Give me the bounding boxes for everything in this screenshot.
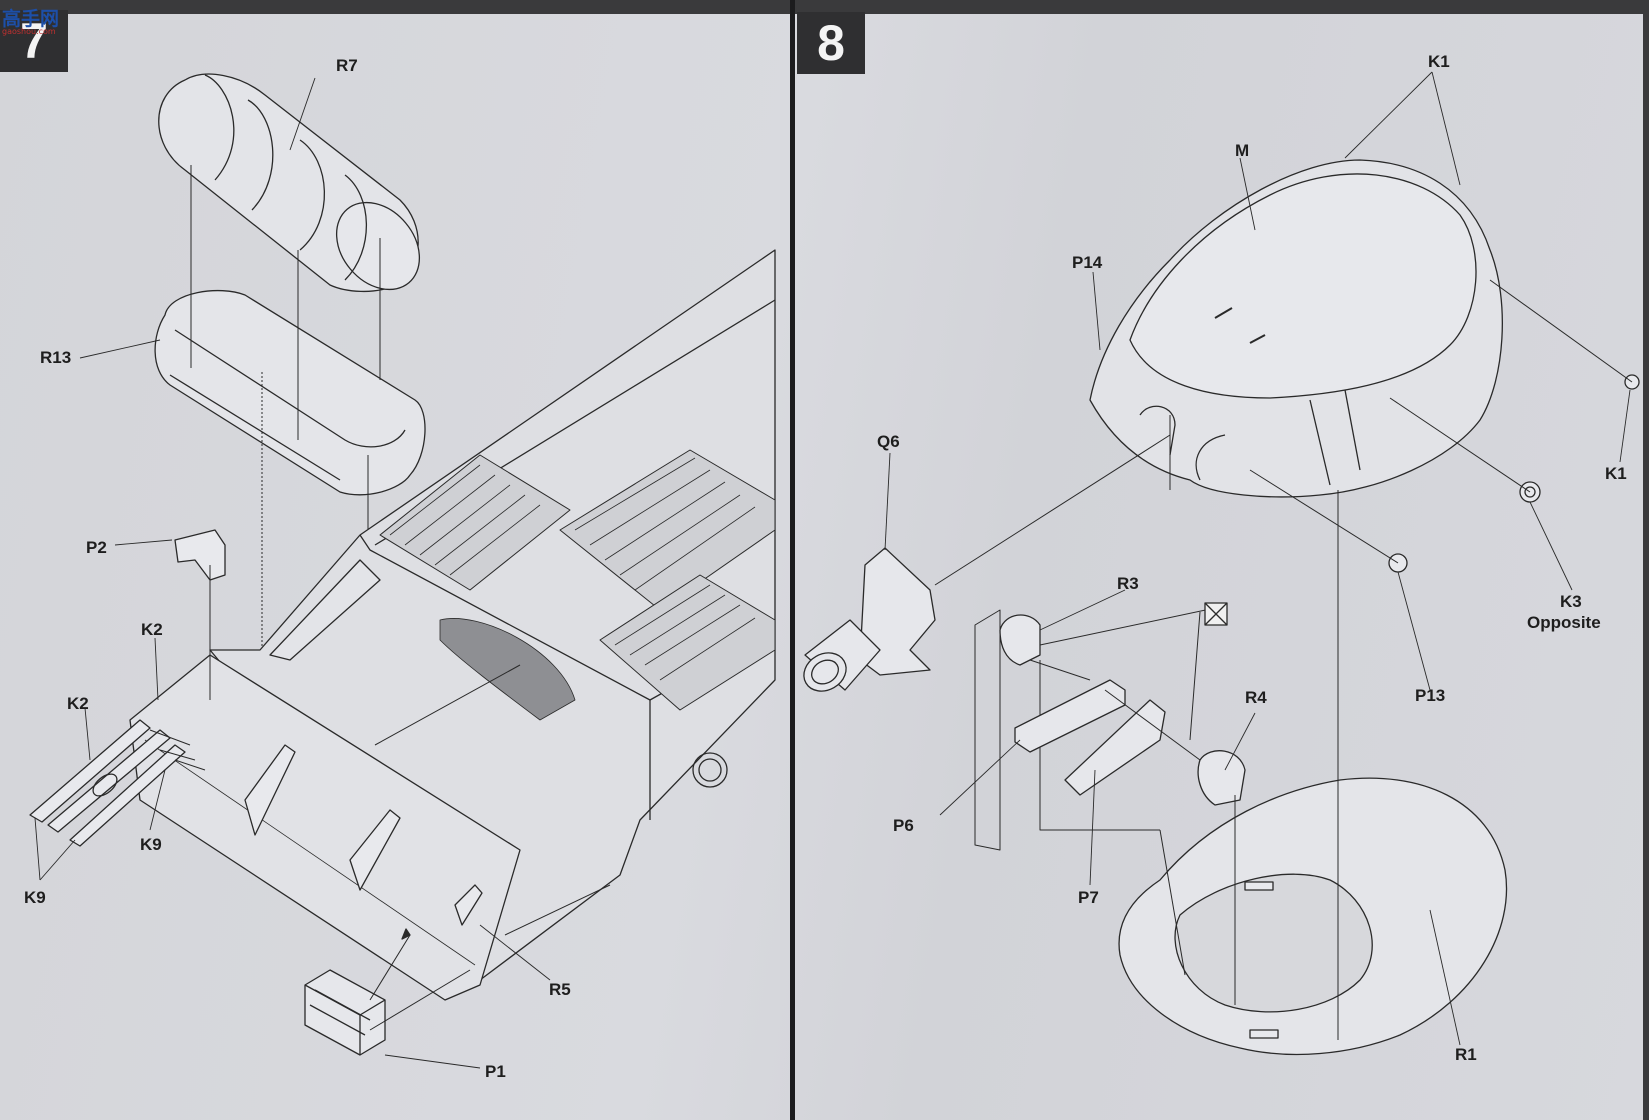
top-edge-band [0,0,1649,14]
step-7-number: 7 [0,10,68,72]
r7-drum-part [158,73,421,293]
label-k9-left: K9 [24,888,46,907]
label-r4: R4 [1245,688,1267,707]
label-r7: R7 [336,56,358,75]
label-p6: P6 [893,816,914,835]
page-divider [790,0,795,1120]
watermark-text: 高手网 [2,8,60,30]
r4-part [1197,750,1246,806]
step-7-diagram [29,73,776,1069]
label-k1-right: K1 [1605,464,1627,483]
no-glue-icon [1204,602,1228,626]
label-k3: K3 [1560,592,1582,611]
label-p14: P14 [1072,253,1103,272]
r13-tray-part [154,289,426,496]
label-p7: P7 [1078,888,1099,907]
engine-grilles [379,449,776,711]
label-r1: R1 [1455,1045,1477,1064]
label-opposite: Opposite [1527,613,1601,632]
label-p1: P1 [485,1062,506,1081]
p1-box-part [304,969,386,1056]
label-r13: R13 [40,348,72,367]
r3-part [999,614,1041,666]
r1-ring-part [1118,777,1508,1056]
p2-bracket-part [174,529,226,581]
right-edge-band [1643,0,1649,1120]
k2-k9-tools-part [29,719,206,847]
step-8-diagram [803,71,1640,1056]
label-k9-right: K9 [140,835,162,854]
label-r5: R5 [549,980,571,999]
label-k2-lower: K2 [67,694,89,713]
q6-part [803,547,936,692]
label-m: M [1235,141,1250,160]
watermark-logo: 高手网 gaoshou.com [2,4,66,38]
label-k1-top: K1 [1428,52,1450,71]
label-p2: P2 [86,538,107,557]
step-8-number: 8 [797,12,865,74]
label-r3: R3 [1117,574,1139,593]
label-q6: Q6 [877,432,900,451]
label-k2-upper: K2 [141,620,163,639]
label-p13: P13 [1415,686,1446,705]
watermark-subtext: gaoshou.com [2,27,56,36]
m-turret-part [1089,159,1503,498]
